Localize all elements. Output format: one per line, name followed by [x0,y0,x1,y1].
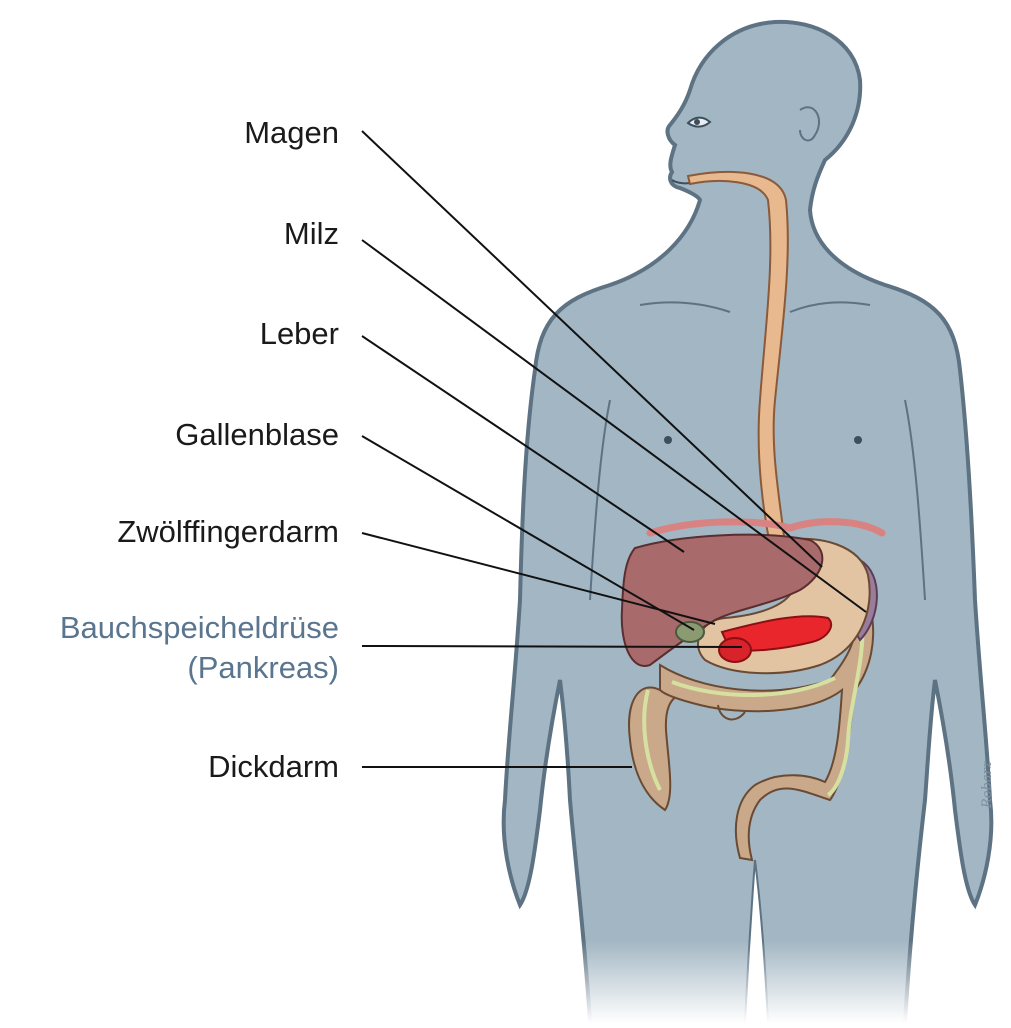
leader-pankreas [362,646,742,647]
label-magen: Magen [244,117,339,148]
label-pankreas-line1: Bauchspeicheldrüse [60,612,339,643]
label-leber: Leber [260,318,339,349]
gallbladder [676,622,704,642]
label-dickdarm: Dickdarm [208,751,339,782]
label-gallenblase: Gallenblase [175,419,339,450]
label-milz: Milz [284,218,339,249]
label-pankreas-line2: (Pankreas) [187,652,339,683]
artist-signature: Robarz [980,761,995,808]
label-zwoelffingerdarm: Zwölffingerdarm [117,516,339,547]
